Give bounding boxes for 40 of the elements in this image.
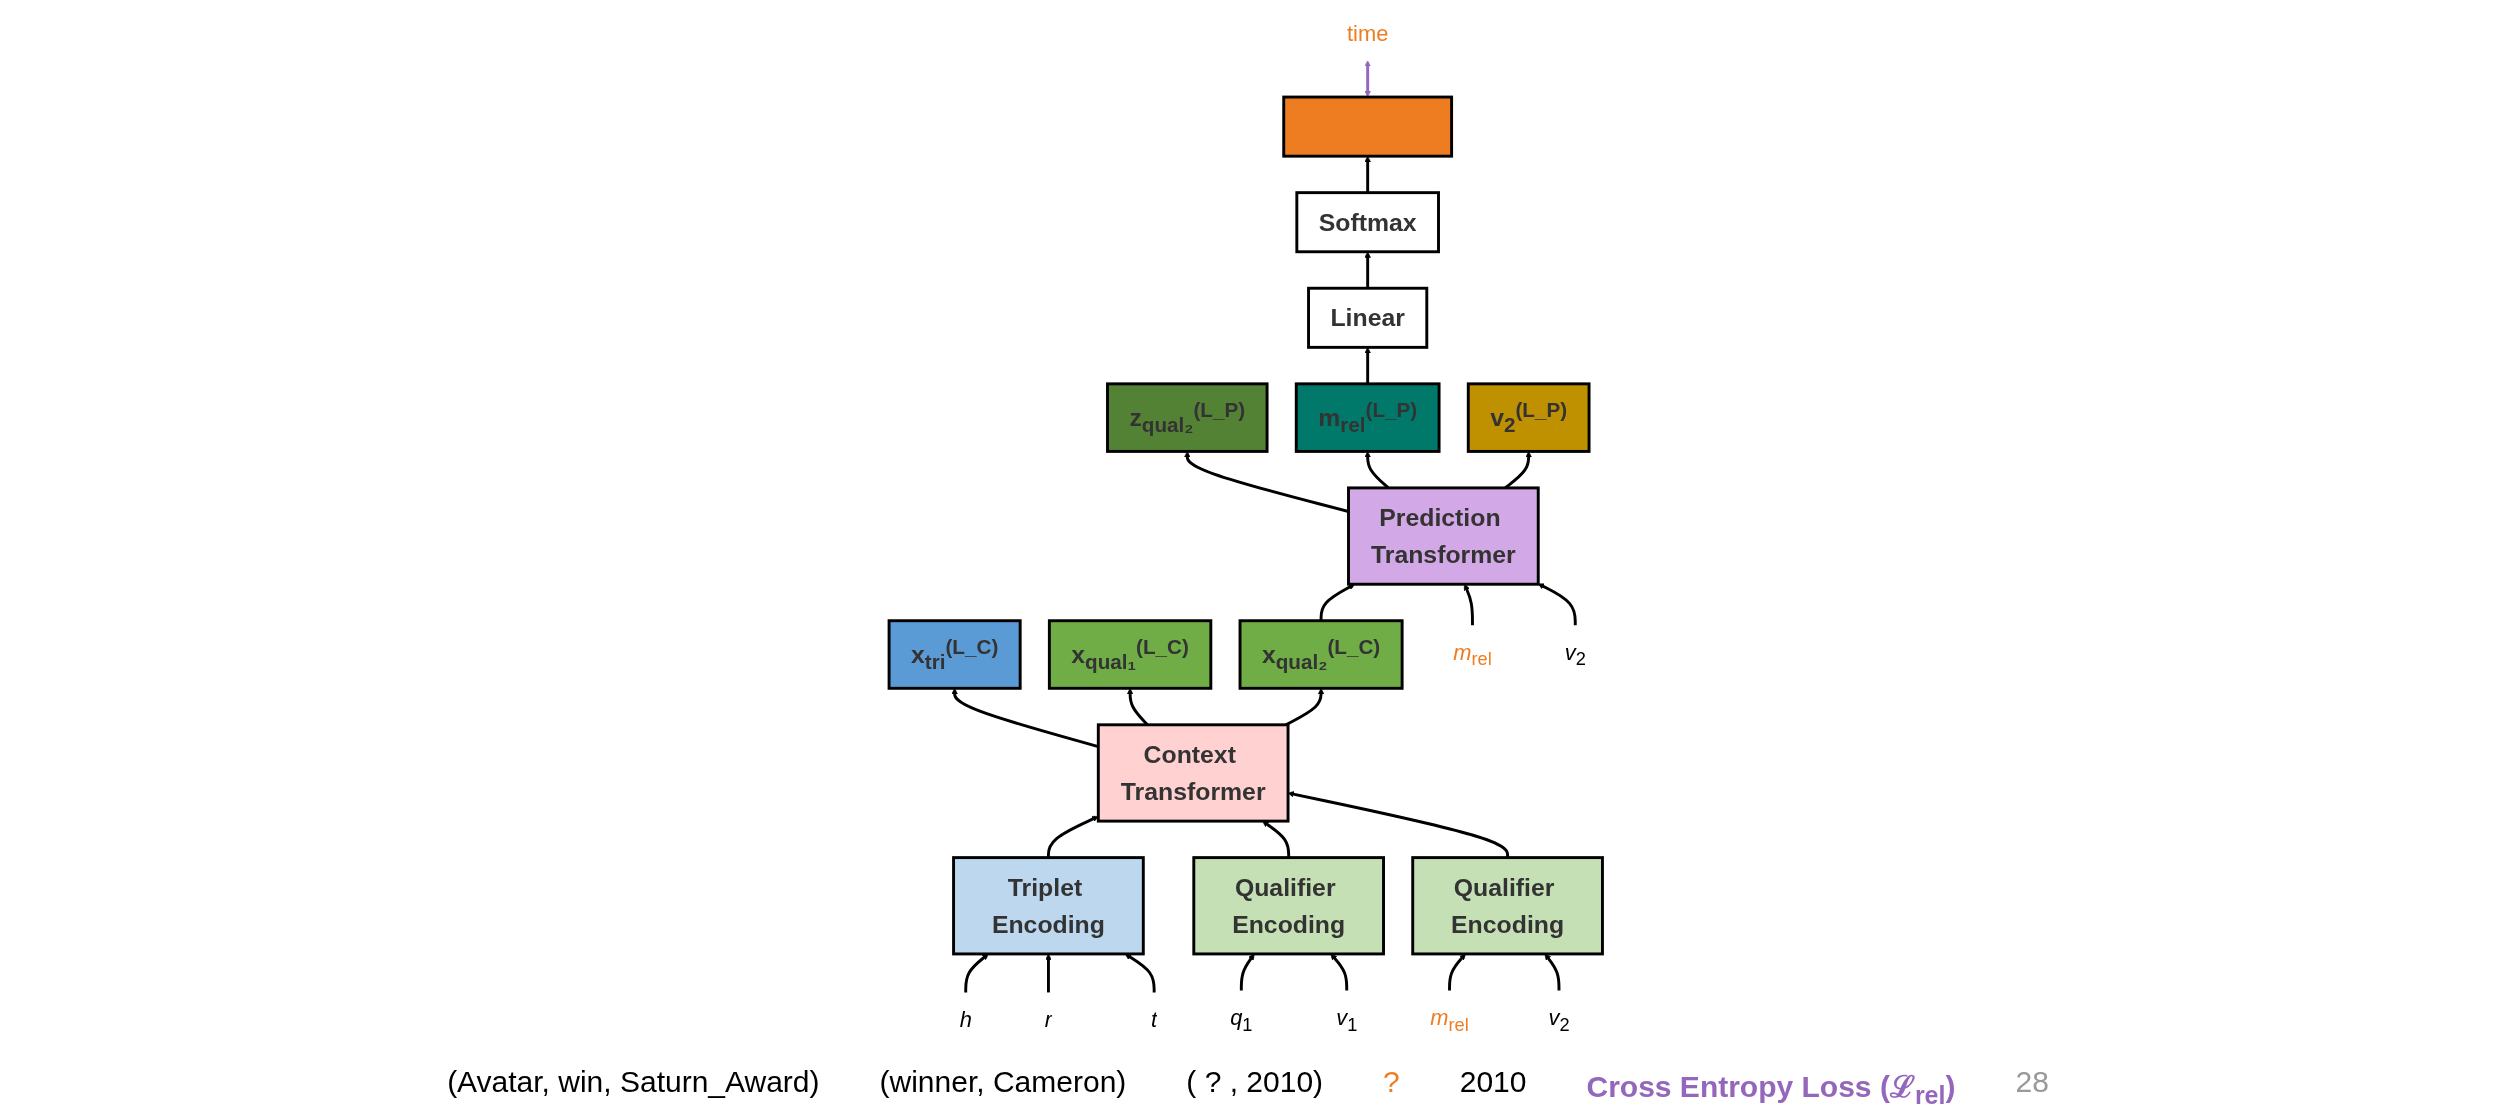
example-label: (Avatar, win, Saturn_Award) (447, 1065, 820, 1100)
node-text: h (959, 1007, 972, 1032)
node-text: v$_{2}$ (1564, 640, 1586, 669)
page-number: 28 (2015, 1065, 2049, 1100)
arrow (1544, 953, 1561, 991)
node-box: Linear (1306, 286, 1428, 349)
arrow (963, 953, 989, 993)
arrow (1284, 688, 1324, 727)
node-text: r (1044, 1007, 1052, 1032)
arrow (1364, 60, 1371, 98)
arrow (1319, 583, 1355, 621)
arrow (1124, 953, 1156, 993)
arrow (1537, 583, 1577, 626)
example-label: ? (1383, 1065, 1400, 1100)
arrow (1364, 251, 1371, 289)
node-text: m$_{rel}$ (1452, 640, 1492, 669)
arrow (1287, 791, 1509, 858)
arrow (1183, 451, 1349, 513)
node-text: v$_{1}$ (1335, 1005, 1357, 1035)
loss-label: Cross Entropy Loss (ℒ$_{rel}$) (1586, 1069, 1956, 1110)
node-text: m$_{rel}$ (1429, 1005, 1469, 1035)
example-label: 2010 (1459, 1065, 1527, 1100)
node-box: Softmax (1295, 191, 1440, 254)
node-box: Qualifier Encoding (1410, 856, 1604, 956)
example-label: (winner, Cameron) (879, 1065, 1127, 1100)
node-box: Prediction Transformer (1346, 486, 1540, 586)
example-label: ( ? , 2010) (1186, 1065, 1324, 1100)
arrow (1364, 347, 1371, 384)
node-text: v$_{2}$ (1548, 1005, 1570, 1035)
arrow (1044, 953, 1052, 993)
node-text: time (1346, 21, 1388, 46)
arrow (1239, 953, 1255, 991)
node-box: Context Transformer (1096, 723, 1290, 823)
node-bar (1281, 95, 1453, 158)
node-text: q$_{1}$ (1229, 1005, 1253, 1035)
arrow (1447, 953, 1466, 991)
node-text: t (1150, 1007, 1157, 1032)
node-box: Qualifier Encoding (1191, 856, 1385, 956)
arrow (1330, 953, 1348, 991)
node-box: Triplet Encoding (951, 856, 1145, 956)
